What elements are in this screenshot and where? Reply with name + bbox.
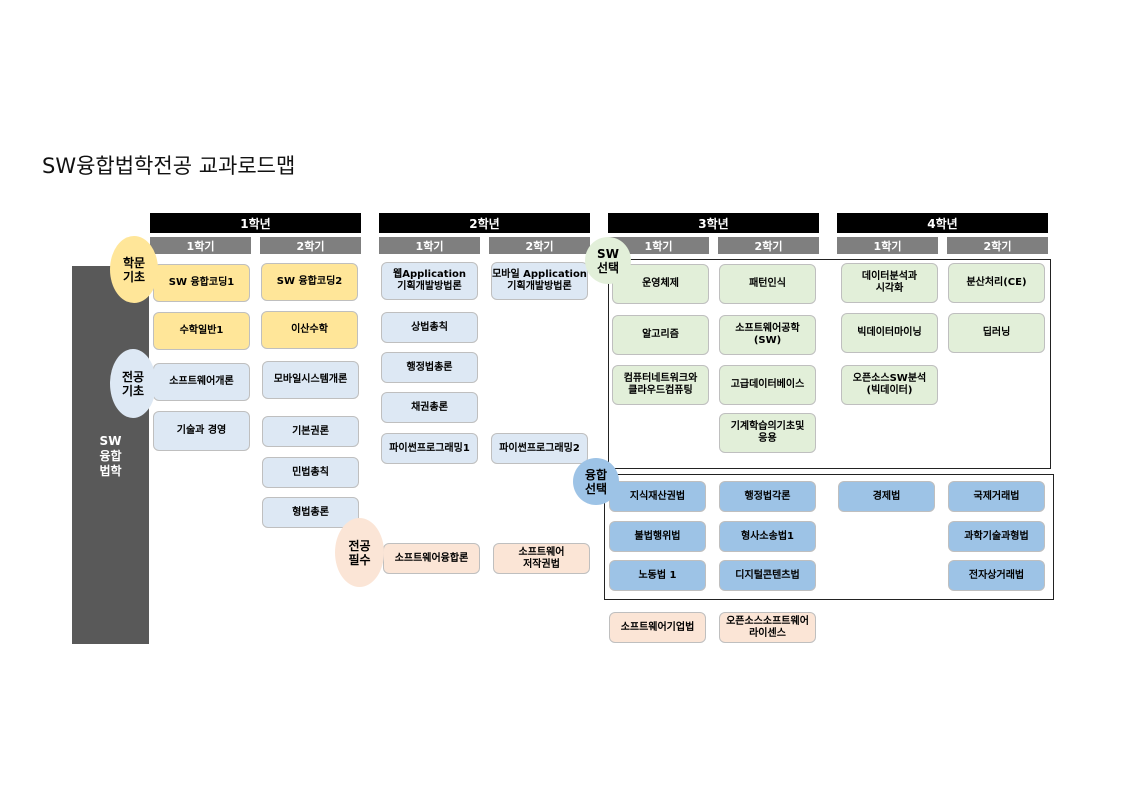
course-box: 형사소송법1 — [719, 521, 816, 552]
semester-header: 2학기 — [947, 237, 1048, 254]
course-box: 상법총칙 — [381, 312, 478, 343]
category-major-required: 전공 필수 — [335, 518, 384, 587]
course-box: 패턴인식 — [719, 264, 816, 304]
course-box: 경제법 — [838, 481, 935, 512]
course-box: 파이썬프로그래밍2 — [491, 433, 588, 464]
course-box: 파이썬프로그래밍1 — [381, 433, 478, 464]
course-box: 모바일 Application 기획개발방법론 — [491, 262, 588, 300]
sidebar-label: SW 융합 법학 — [99, 434, 122, 478]
semester-header: 1학기 — [608, 237, 709, 254]
course-box: 형법총론 — [262, 497, 359, 528]
course-box: 디지털콘텐츠법 — [719, 560, 816, 591]
course-box: 과학기술과형법 — [948, 521, 1045, 552]
semester-header: 2학기 — [260, 237, 361, 254]
course-box: 소프트웨어기업법 — [609, 612, 706, 643]
course-box: 행정법총론 — [381, 352, 478, 383]
course-box: 분산처리(CE) — [948, 263, 1045, 303]
course-box: 데이터분석과 시각화 — [841, 263, 938, 303]
course-box: 전자상거래법 — [948, 560, 1045, 591]
course-box: 컴퓨터네트워크와 클라우드컴퓨팅 — [612, 365, 709, 405]
course-box: 소프트웨어융합론 — [383, 543, 480, 574]
course-box: 민법총칙 — [262, 457, 359, 488]
course-box: 국제거래법 — [948, 481, 1045, 512]
course-box: 소프트웨어개론 — [153, 363, 250, 401]
course-box: 운영체제 — [612, 264, 709, 304]
course-box: 소프트웨어공학 (SW) — [719, 315, 816, 355]
course-box: 이산수학 — [261, 311, 358, 349]
course-box: 딥러닝 — [948, 313, 1045, 353]
course-box: 행정법각론 — [719, 481, 816, 512]
course-box: 불법행위법 — [609, 521, 706, 552]
course-box: SW 융합코딩2 — [261, 263, 358, 301]
course-box: 모바일시스템개론 — [262, 361, 359, 399]
course-box: 알고리즘 — [612, 315, 709, 355]
year-3-header: 3학년 — [608, 213, 819, 233]
semester-header: 1학기 — [837, 237, 938, 254]
year-4-header: 4학년 — [837, 213, 1048, 233]
category-academic-basic: 학문 기초 — [110, 236, 158, 303]
course-box: 오픈소스소프트웨어 라이센스 — [719, 612, 816, 643]
course-box: 고급데이터베이스 — [719, 365, 816, 405]
category-sw-elective: SW 선택 — [585, 237, 631, 284]
convergence-elective-frame — [604, 474, 1054, 600]
semester-header: 1학기 — [150, 237, 251, 254]
course-box: 기본권론 — [262, 416, 359, 447]
course-box: 기술과 경영 — [153, 411, 250, 451]
course-box: 수학일반1 — [153, 312, 250, 350]
category-major-basic: 전공 기초 — [110, 349, 156, 418]
course-box: 채권총론 — [381, 392, 478, 423]
sidebar-sw-convergence-law: SW 융합 법학 — [72, 266, 149, 644]
sw-elective-frame — [608, 259, 1051, 469]
course-box: 소프트웨어 저작권법 — [493, 543, 590, 574]
category-convergence-elective: 융합 선택 — [573, 458, 619, 505]
course-box: 웹Application 기획개발방법론 — [381, 262, 478, 300]
course-box: 빅데이터마이닝 — [841, 313, 938, 353]
course-box: 오픈소스SW분석 (빅데이터) — [841, 365, 938, 405]
course-box: SW 융합코딩1 — [153, 264, 250, 302]
year-1-header: 1학년 — [150, 213, 361, 233]
semester-header: 2학기 — [489, 237, 590, 254]
course-box: 지식재산권법 — [609, 481, 706, 512]
semester-header: 2학기 — [718, 237, 819, 254]
page-title: SW융합법학전공 교과로드맵 — [42, 154, 296, 178]
semester-header: 1학기 — [379, 237, 480, 254]
year-2-header: 2학년 — [379, 213, 590, 233]
course-box: 노동법 1 — [609, 560, 706, 591]
course-box: 기계학습의기초및 응용 — [719, 413, 816, 453]
